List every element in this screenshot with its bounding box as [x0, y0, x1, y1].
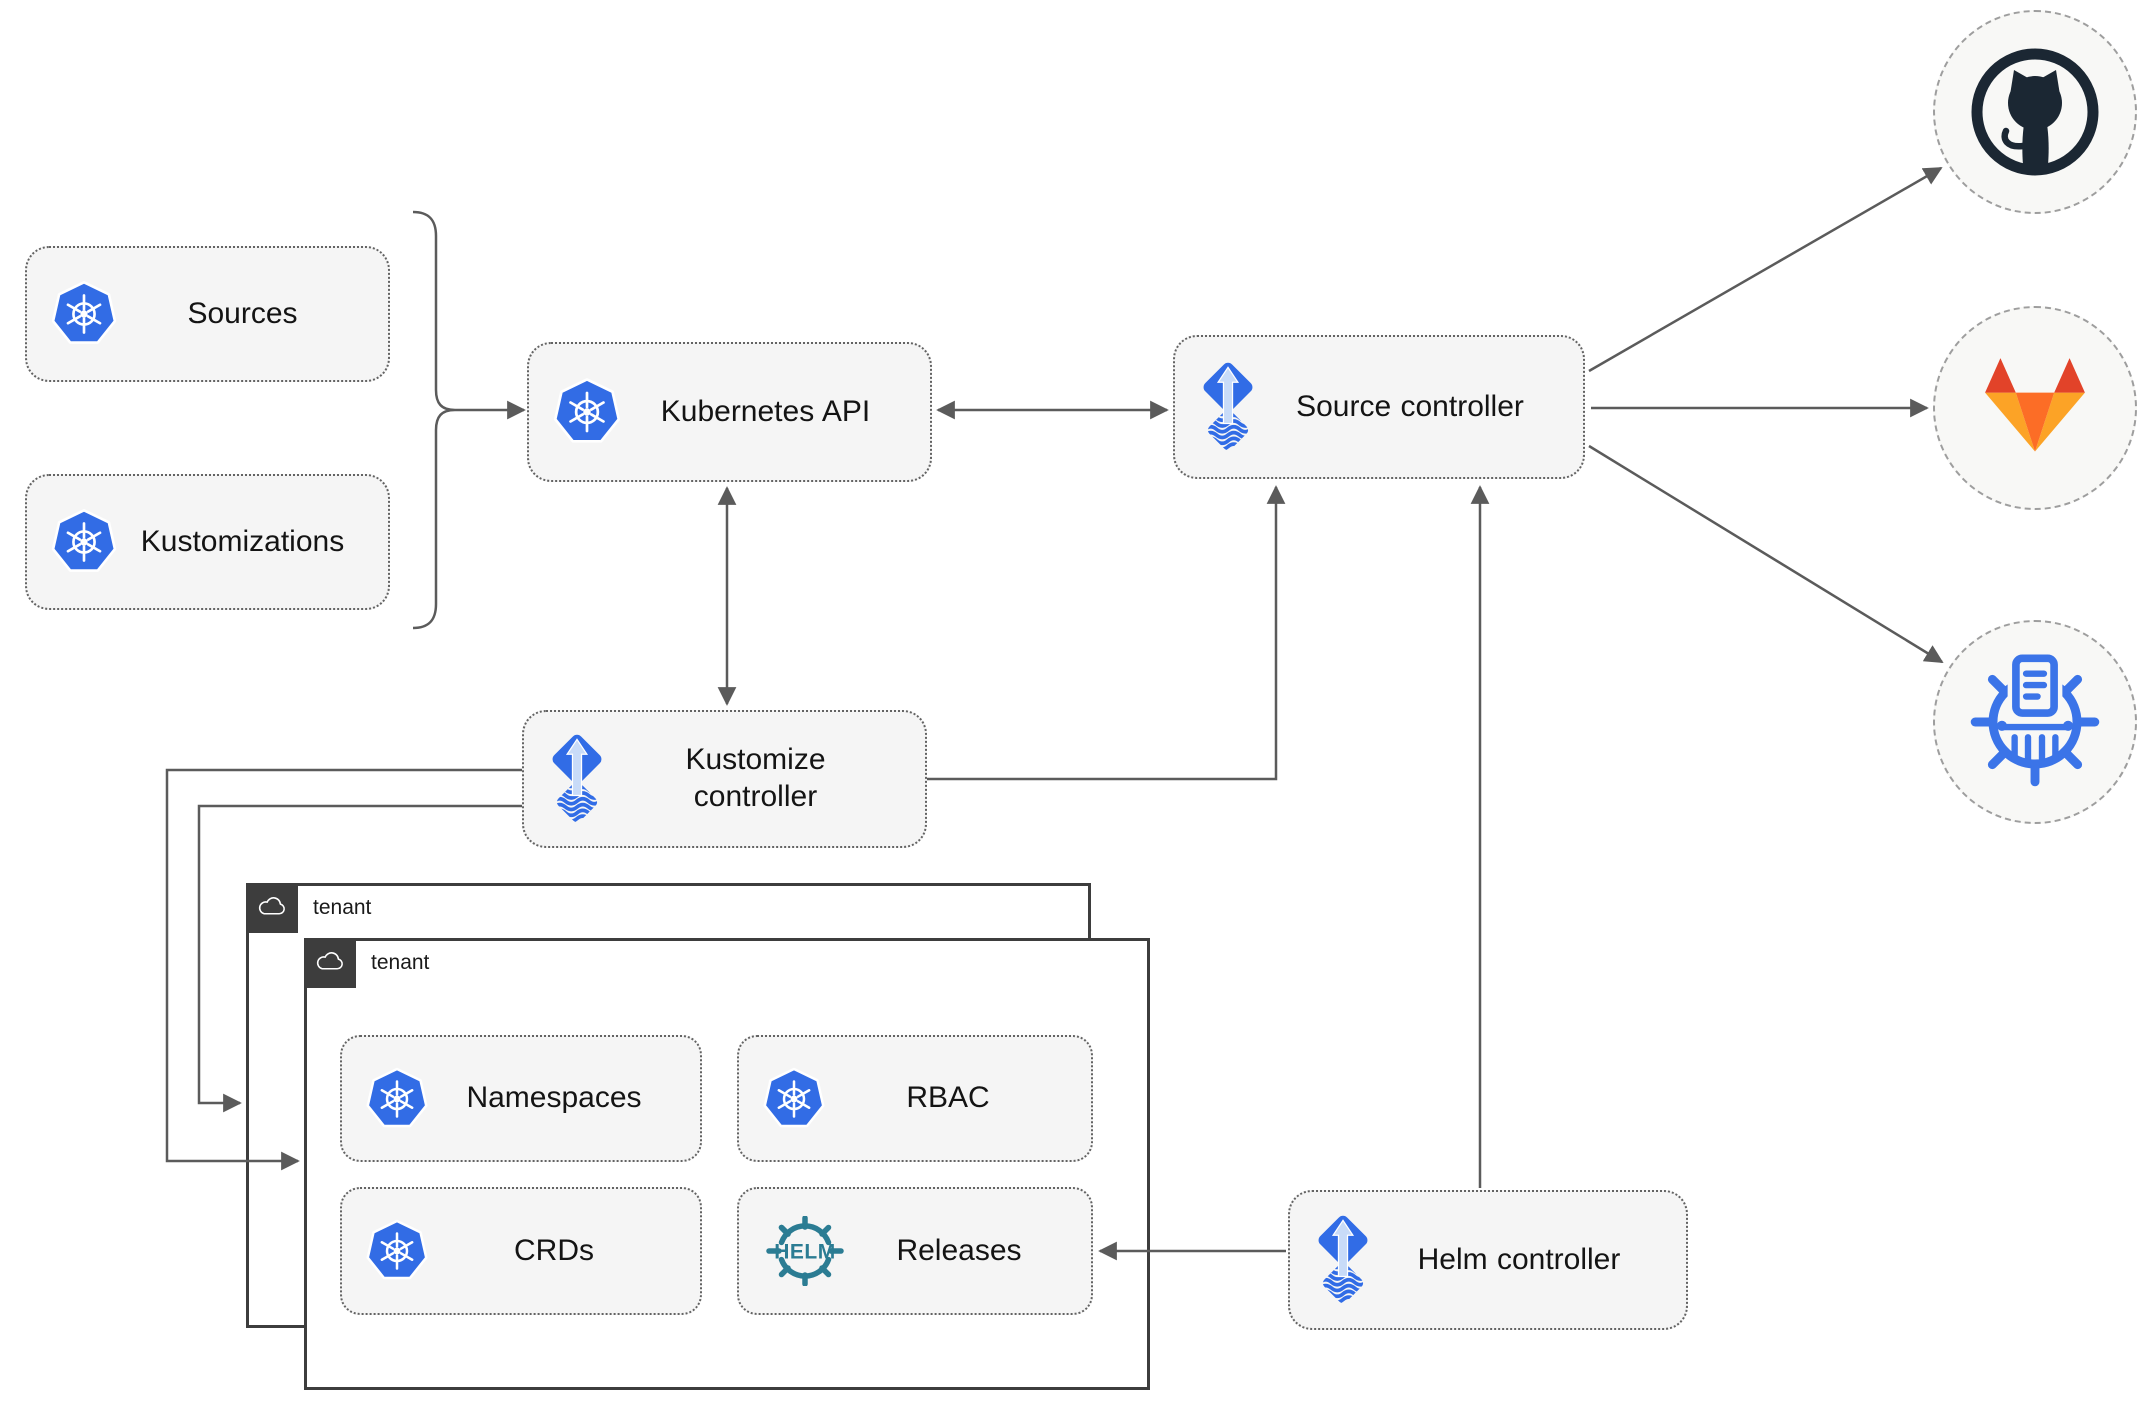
kubernetes-icon: [362, 1064, 432, 1134]
gitlab-target: [1933, 306, 2137, 510]
rbac-box: RBAC: [737, 1035, 1093, 1162]
arrow-source-to-github: [1588, 166, 1943, 373]
crds-box: CRDs: [340, 1187, 702, 1315]
arrow-source-to-helm-repository: [1588, 444, 1944, 664]
source-controller-box: Source controller: [1173, 335, 1585, 479]
cloud-icon: [255, 892, 289, 925]
crds-label: CRDs: [514, 1233, 594, 1267]
namespaces-box: Namespaces: [340, 1035, 702, 1162]
tenant-tab: [304, 938, 356, 988]
tenant-tab: [246, 883, 298, 933]
tenant-label: tenant: [371, 951, 430, 974]
kustomize-controller-label: Kustomize controller: [685, 743, 826, 813]
github-target: [1933, 10, 2137, 214]
helm-controller-label: Helm controller: [1417, 1242, 1621, 1276]
releases-box: Releases: [737, 1187, 1093, 1315]
github-icon: [1965, 42, 2105, 182]
kustomizations-label: Kustomizations: [140, 524, 345, 558]
source-controller-label: Source controller: [1296, 389, 1524, 423]
kubernetes-icon: [549, 374, 625, 450]
sources-label: Sources: [187, 296, 298, 330]
helm-repository-target: [1933, 620, 2137, 824]
tenant-box-front: tenant: [304, 938, 1150, 1390]
cloud-icon: [313, 947, 347, 980]
helm-repository-icon: [1965, 652, 2105, 792]
sources-box: Sources: [25, 246, 390, 382]
tenant-label: tenant: [313, 896, 372, 919]
helm-controller-box: Helm controller: [1288, 1190, 1688, 1330]
kubernetes-icon: [362, 1216, 432, 1286]
helm-icon: [759, 1216, 851, 1286]
kubernetes-icon: [759, 1064, 829, 1134]
gitlab-icon: [1971, 354, 2099, 462]
brace-sources-kustomizations: [412, 210, 456, 630]
kubernetes-icon: [47, 277, 121, 351]
kustomize-controller-box: Kustomize controller: [522, 710, 927, 848]
flux-icon: [544, 732, 610, 826]
rbac-label: RBAC: [906, 1081, 990, 1115]
flux-icon: [1310, 1213, 1376, 1307]
kubernetes-api-label: Kubernetes API: [660, 394, 871, 428]
releases-label: Releases: [896, 1233, 1022, 1267]
kubernetes-api-box: Kubernetes API: [527, 342, 932, 482]
namespaces-label: Namespaces: [466, 1081, 642, 1115]
arrow-kustomize-to-source: [927, 485, 1286, 781]
kubernetes-icon: [47, 505, 121, 579]
kustomizations-box: Kustomizations: [25, 474, 390, 610]
flux-icon: [1195, 360, 1261, 454]
